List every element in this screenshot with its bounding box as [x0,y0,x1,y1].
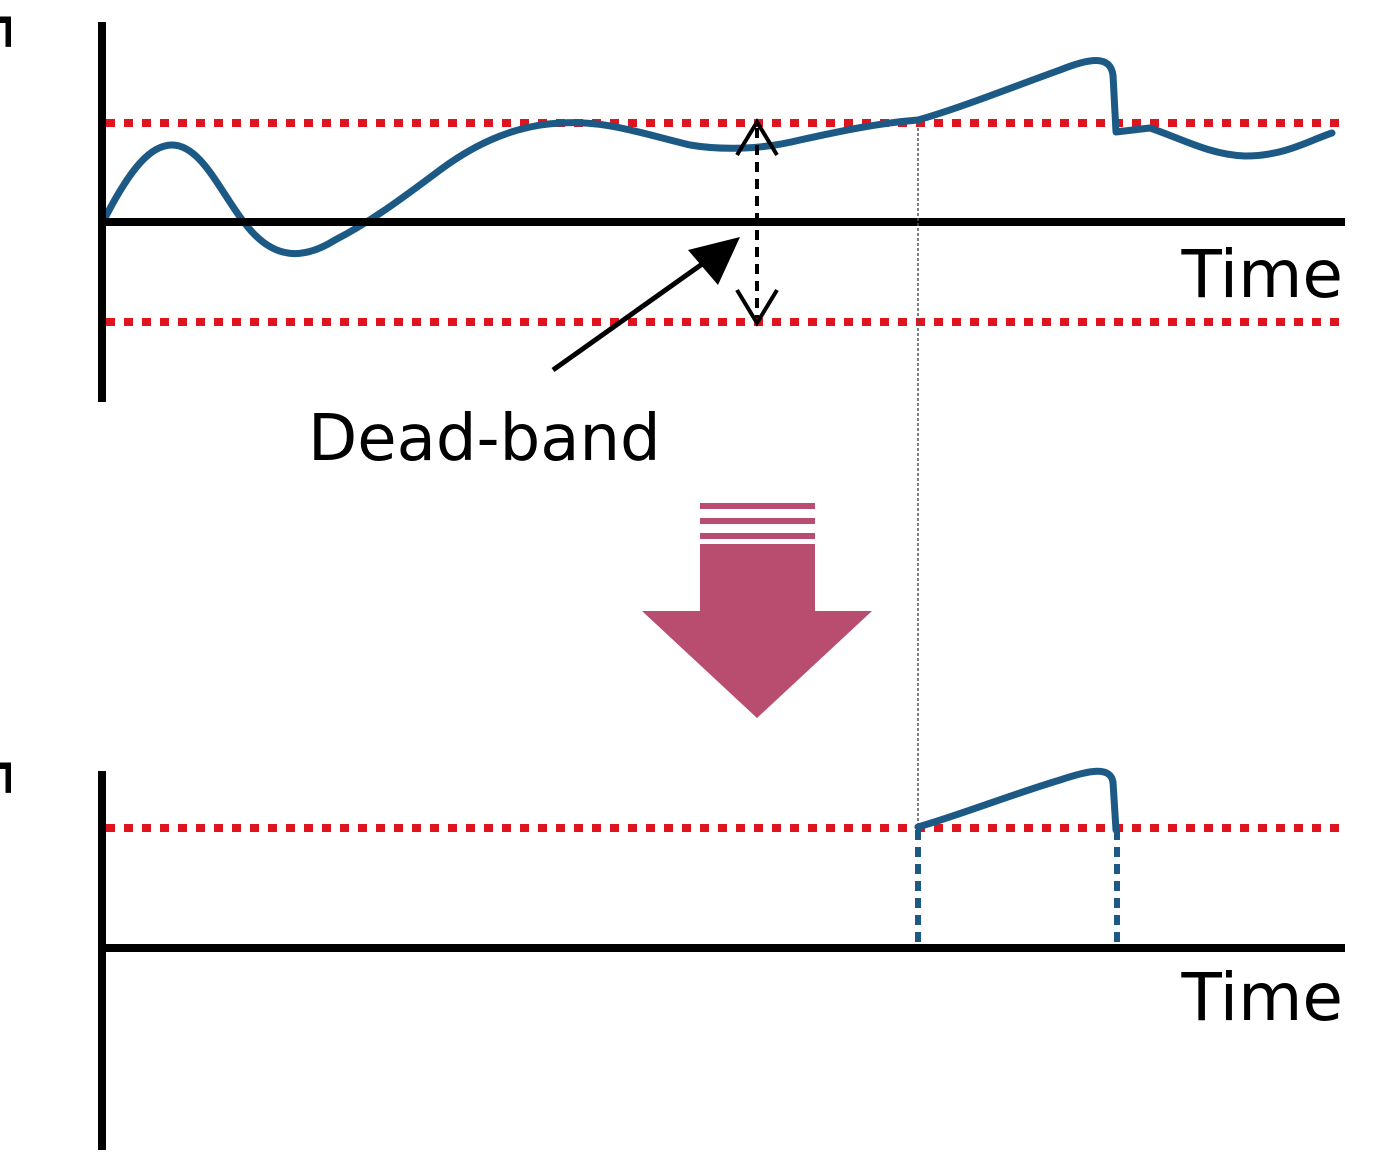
top-y-axis-label: Error [0,10,24,172]
deadband-label: Dead-band [308,402,661,476]
transition-down-arrow [642,503,872,718]
bottom-y-axis-label: Error [0,756,24,918]
deadband-span-indicator [735,118,779,327]
top-panel: Error Time Dead-band [0,10,1345,476]
bottom-x-axis-label: Time [1180,959,1343,1036]
deadband-callout-arrow [551,237,740,373]
error-signal-curve [102,57,1336,258]
bottom-panel: Error Time [0,756,1345,1150]
filtered-error-curve [914,767,1120,834]
top-x-axis-label: Time [1180,236,1343,313]
